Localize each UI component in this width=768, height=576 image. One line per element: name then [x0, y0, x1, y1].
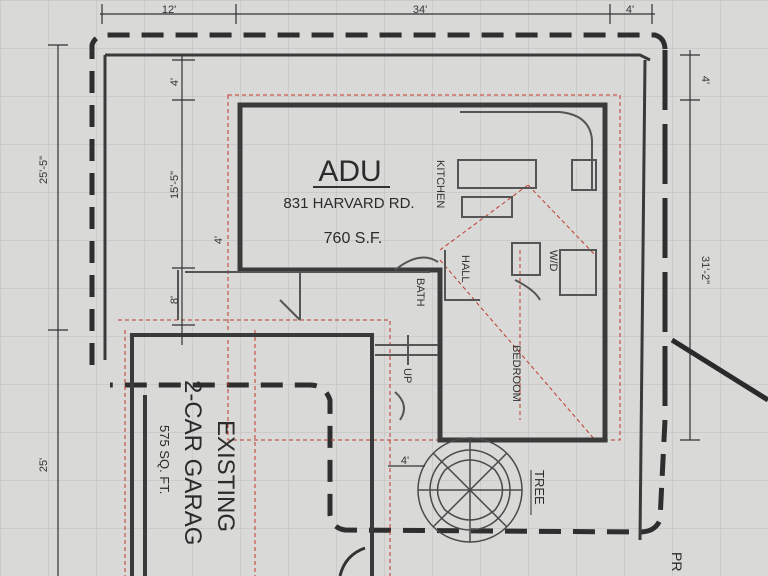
dim-inner-bottom: 8' [169, 296, 181, 304]
dim-inner-small: 4' [213, 236, 225, 244]
dim-top-left: 12' [162, 4, 176, 16]
dim-left-lower: 25' [38, 458, 50, 472]
tree-symbol [417, 437, 523, 543]
dim-tree-offset: 4' [401, 455, 409, 467]
garage-area: 575 SQ. FT. [157, 425, 172, 494]
bath-label: BATH [414, 278, 426, 307]
garage-walls [130, 333, 374, 576]
garage-door-swing [338, 546, 366, 576]
lot-line [103, 53, 651, 541]
kitchen-label: KITCHEN [434, 160, 446, 208]
dim-inner-middle: 15'-5" [169, 171, 181, 199]
dim-right-middle: 31'-2" [699, 256, 711, 284]
up-label: UP [401, 368, 413, 383]
dimension-lines [48, 4, 700, 576]
setback-lines [118, 94, 621, 576]
adu-interior [394, 111, 597, 301]
dim-right-top: 4' [699, 76, 711, 84]
garage-line2: 2-CAR GARAG [179, 380, 206, 545]
dim-left-upper: 25'-5" [38, 156, 50, 184]
deck-area [177, 270, 438, 421]
adu-area: 760 S.F. [324, 230, 383, 247]
edge-label: PR [669, 552, 685, 571]
adu-walls [237, 102, 608, 443]
bedroom-label: BEDROOM [510, 345, 522, 402]
adu-address: 831 HARVARD RD. [283, 195, 414, 212]
garage-line1: EXISTING [212, 420, 239, 532]
wd-label: W/D [547, 250, 559, 271]
hall-label: HALL [459, 255, 471, 283]
dim-inner-top: 4' [169, 78, 181, 86]
adu-title: ADU [318, 155, 381, 188]
property-boundary [89, 32, 668, 535]
dim-top-right: 4' [626, 4, 634, 16]
diagonal-line [670, 337, 768, 403]
tree-label: TREE [532, 470, 547, 505]
dim-top-middle: 34' [413, 4, 427, 16]
